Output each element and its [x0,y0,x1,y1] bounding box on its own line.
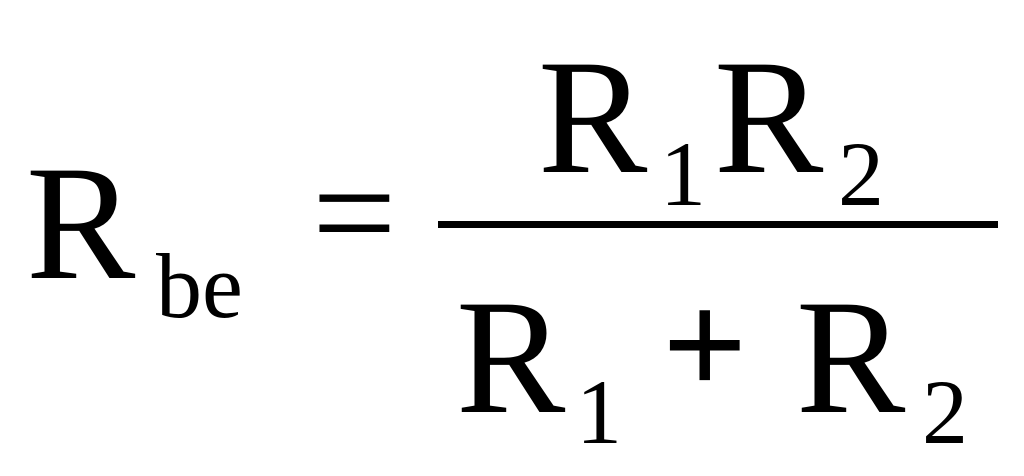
denominator-r2-subscript: 2 [922,361,968,463]
numerator-r1-symbol: R [538,27,648,208]
plus-sign: + [662,262,748,428]
denominator-r2-symbol: R [796,267,906,448]
lhs-symbol: R [26,133,136,314]
numerator-r1-subscript: 1 [660,123,706,225]
equals-sign: = [312,130,397,296]
denominator-r1-subscript: 1 [576,361,622,463]
numerator-r2-subscript: 2 [838,123,884,225]
denominator-r1-symbol: R [456,267,566,448]
lhs-subscript: be [156,235,243,337]
numerator-r2-symbol: R [714,27,824,208]
fraction-bar [438,221,998,228]
